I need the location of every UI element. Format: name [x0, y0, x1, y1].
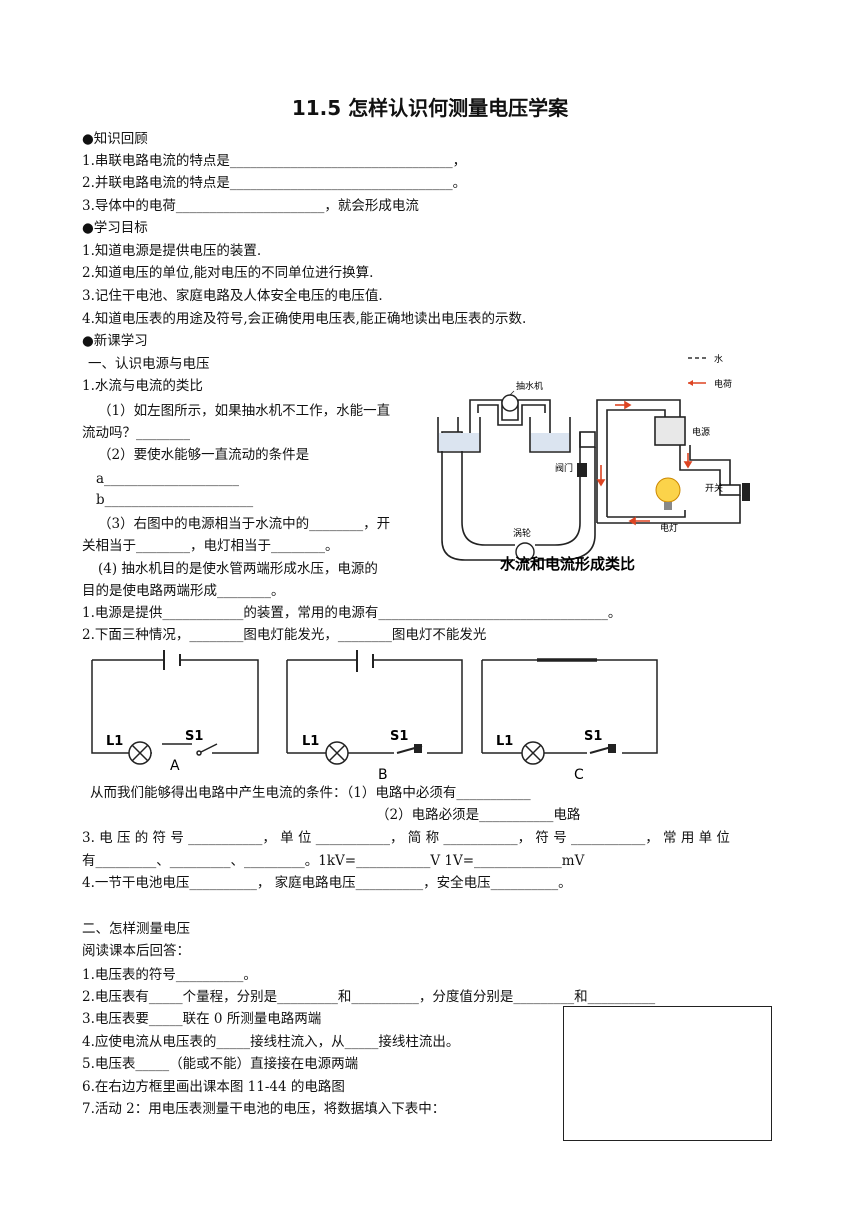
analogy-q1a: （1）如左图所示，如果抽水机不工作，水能一直: [98, 403, 391, 419]
meter-q6: 6.在右边方框里画出课本图 11-44 的电路图: [82, 1079, 345, 1095]
current-conditions-2: （2）电路必须是___________电路: [376, 807, 581, 823]
source-q: 1.电源是提供____________的装置，常用的电源有___________…: [82, 605, 622, 621]
section-new: ●新课学习: [82, 333, 148, 349]
section-review: ●知识回顾: [82, 131, 148, 147]
circuit-b-lamp-label: L1: [302, 734, 319, 749]
legend-charge-label: 电荷: [714, 378, 732, 390]
source-block: [656, 418, 684, 444]
voltage-values-q: 4.一节干电池电压__________， 家庭电路电压__________，安全…: [82, 875, 572, 891]
drawing-box[interactable]: [563, 1006, 772, 1141]
analogy-q2b: b______________________: [96, 492, 254, 508]
meter-q4: 4.应使电流从电压表的_____接线柱流入，从_____接线柱流出。: [82, 1034, 460, 1050]
circuit-a-switch-label: S1: [185, 729, 203, 744]
switch-label: 开关: [705, 482, 723, 494]
turbine-icon: [515, 542, 535, 562]
meter-q5: 5.电压表_____（能或不能）直接接在电源两端: [82, 1056, 359, 1072]
part-one-heading: 一、认识电源与电压: [88, 356, 210, 372]
analogy-q2: （2）要使水能够一直流动的条件是: [98, 447, 310, 463]
circuit-b: [286, 650, 463, 765]
section-goals: ●学习目标: [82, 220, 148, 236]
circuits-figure: L1 S1 A L1 S1 B L1 S1 C: [91, 650, 658, 783]
water-circuit: [437, 399, 596, 561]
analogy-q4b: 目的是使电路两端形成________。: [82, 583, 285, 599]
valve-label: 阀门: [555, 462, 573, 474]
analogy-q4a: (4) 抽水机目的是使水管两端形成水压，电源的: [98, 561, 378, 577]
goal-4: 4.知道电压表的用途及符号,会正确使用电压表,能正确地读出电压表的示数.: [82, 311, 527, 327]
circuit-a: [91, 650, 259, 765]
pump-label: 抽水机: [516, 380, 543, 392]
analogy-q1b: 流动吗？________: [82, 425, 190, 441]
valve-icon: [577, 463, 587, 477]
part-two-heading: 二、怎样测量电压: [82, 921, 190, 937]
circuit-b-switch-label: S1: [390, 729, 408, 744]
meter-q7: 7.活动 2：用电压表测量干电池的电压，将数据填入下表中：: [82, 1101, 446, 1117]
pump-icon: [501, 394, 519, 412]
analogy-heading: 1.水流与电流的类比: [82, 378, 203, 394]
review-q1: 1.串联电路电流的特点是____________________________…: [82, 153, 467, 169]
read-prompt: 阅读课本后回答：: [82, 943, 190, 959]
review-q2: 2.并联电路电流的特点是____________________________…: [82, 175, 467, 191]
meter-q3: 3.电压表要_____联在 0 所测量电路两端: [82, 1011, 322, 1027]
turbine-label: 涡轮: [513, 527, 531, 539]
charge-arrows: [596, 400, 693, 526]
analogy-q2a: a____________________: [96, 471, 240, 487]
circuit-c-switch-label: S1: [584, 729, 602, 744]
source-label: 电源: [692, 426, 710, 438]
figure-caption: 水流和电流形成类比: [500, 555, 635, 573]
water-tank-left: [439, 433, 479, 451]
analogy-q3b: 关相当于________，电灯相当于________。: [82, 538, 339, 554]
electric-circuit: [596, 399, 741, 524]
analogy-figure: 水 电荷 抽水机 阀门 涡轮 电源 开关 电灯: [437, 353, 750, 573]
circuit-c-lamp-label: L1: [496, 734, 513, 749]
goal-2: 2.知道电压的单位,能对电压的不同单位进行换算.: [82, 265, 374, 281]
meter-q2: 2.电压表有_____个量程，分别是_________和__________，分…: [82, 989, 656, 1005]
switch-icon: [742, 483, 750, 501]
figure-legend: 水 电荷: [688, 353, 732, 390]
lamp-label: 电灯: [660, 522, 678, 534]
voltage-symbol-q: 3. 电 压 的 符 号 ___________， 单 位 __________…: [82, 830, 730, 846]
meter-q1: 1.电压表的符号__________。: [82, 967, 257, 983]
voltage-units-q: 有_________、_________、_________。1kV=_____…: [82, 853, 585, 869]
analogy-q3a: （3）右图中的电源相当于水流中的________，开: [98, 516, 391, 532]
circuit-c-label: C: [574, 767, 584, 783]
circuits-q: 2.下面三种情况，________图电灯能发光，________图电灯不能发光: [82, 627, 487, 643]
circuit-b-label: B: [378, 767, 388, 783]
circuit-a-lamp-label: L1: [106, 734, 123, 749]
circuit-c: [481, 658, 658, 765]
legend-water-label: 水: [714, 353, 723, 365]
lamp-icon: [655, 477, 681, 503]
current-conditions-1: 从而我们能够得出电路中产生电流的条件：（1）电路中必须有___________: [90, 785, 531, 801]
water-tank-right: [531, 433, 569, 451]
goal-1: 1.知道电源是提供电压的装置.: [82, 243, 262, 259]
page-title: 11.5 怎样认识何测量电压学案: [291, 96, 569, 120]
circuit-a-label: A: [170, 758, 180, 774]
review-q3: 3.导体中的电荷______________________，就会形成电流: [82, 198, 419, 214]
goal-3: 3.记住干电池、家庭电路及人体安全电压的电压值.: [82, 288, 383, 304]
